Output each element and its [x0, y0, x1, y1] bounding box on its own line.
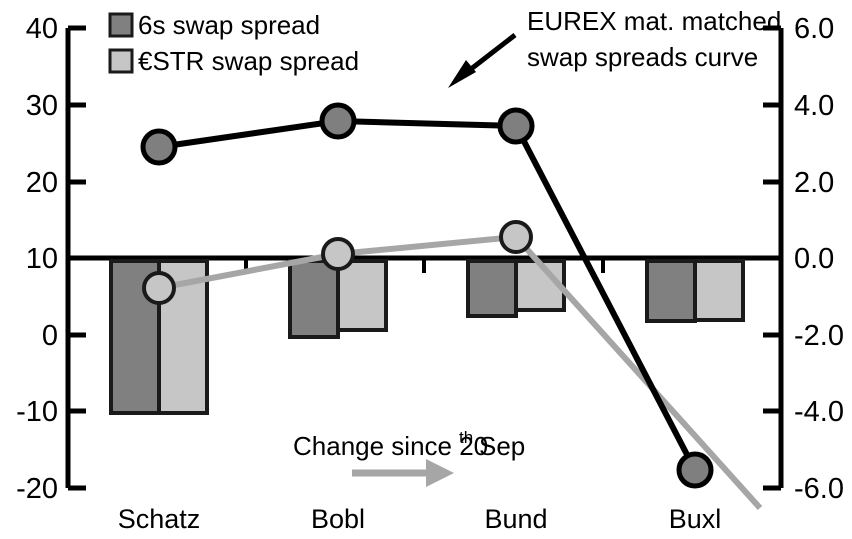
left-axis-tick-label: 0 — [42, 320, 58, 352]
legend-swatch-6s — [108, 12, 134, 38]
eurex-callout-arrow-icon — [448, 33, 517, 88]
series-line-change-since — [142, 220, 763, 511]
series-line-eurex — [140, 102, 714, 489]
bar-estr-buxl[interactable] — [693, 259, 745, 322]
legend-item-estr[interactable]: €STR swap spread — [108, 46, 359, 76]
legend: 6s swap spread €STR swap spread — [108, 10, 359, 76]
right-axis-tick-label: -2.0 — [794, 320, 844, 352]
eurex-curve-line[interactable] — [158, 117, 698, 472]
category-label-buxl: Buxl — [669, 504, 722, 534]
bar-6s-buxl[interactable] — [645, 259, 697, 323]
category-axis-labels: Schatz Bobl Bund Buxl — [118, 504, 722, 534]
eurex-callout-line2: swap spreads curve — [527, 42, 758, 72]
change-since-arrow-icon — [352, 459, 454, 487]
left-axis-tick-label: 30 — [26, 90, 58, 122]
eurex-marker-bobl[interactable] — [319, 102, 357, 140]
left-axis-tick-label: 20 — [26, 167, 58, 199]
eurex-marker-buxl[interactable] — [676, 451, 714, 489]
bar-group-buxl — [645, 259, 745, 323]
bar-6s-bobl[interactable] — [288, 259, 340, 339]
left-axis-tick-label: 10 — [26, 243, 58, 275]
right-axis-tick-label: 4.0 — [794, 90, 834, 122]
change-note-suffix: Sep — [479, 431, 525, 461]
legend-label-estr: €STR swap spread — [138, 46, 359, 76]
legend-item-6s[interactable]: 6s swap spread — [108, 10, 320, 40]
change-since-line[interactable] — [158, 233, 763, 511]
change-since-marker-bobl[interactable] — [321, 237, 355, 271]
right-axis-tick-label: -6.0 — [794, 473, 844, 505]
bar-estr-bobl[interactable] — [336, 259, 388, 332]
legend-swatch-estr — [108, 48, 134, 74]
change-note-superscript: th — [459, 428, 473, 447]
left-axis-tick-label: -20 — [16, 473, 58, 505]
change-since-marker-bund[interactable] — [499, 220, 533, 254]
bar-group-bund — [466, 259, 566, 318]
category-label-schatz: Schatz — [118, 504, 201, 534]
left-axis-tick-label: 40 — [26, 13, 58, 45]
right-axis-tick-label: 6.0 — [794, 13, 834, 45]
eurex-callout-line1: EUREX mat. matched — [527, 6, 781, 36]
bar-group-bobl — [288, 259, 388, 339]
right-axis-tick-label: -4.0 — [794, 396, 844, 428]
left-axis-tick-label: -10 — [16, 396, 58, 428]
eurex-marker-bund[interactable] — [497, 107, 535, 145]
category-label-bobl: Bobl — [311, 504, 365, 534]
legend-label-6s: 6s swap spread — [138, 10, 320, 40]
eurex-marker-schatz[interactable] — [140, 128, 178, 166]
annotation-eurex-callout: EUREX mat. matched swap spreads curve — [448, 6, 781, 88]
change-note-prefix: Change since 20 — [293, 431, 488, 461]
change-since-marker-schatz[interactable] — [142, 271, 176, 305]
annotation-change-since: Change since 20 th Sep — [293, 428, 525, 487]
left-y-axis: 40 30 20 10 0 -10 -20 — [16, 13, 86, 505]
bar-6s-bund[interactable] — [466, 259, 518, 318]
category-label-bund: Bund — [484, 504, 547, 534]
right-axis-tick-label: 2.0 — [794, 167, 834, 199]
right-axis-tick-label: 0.0 — [794, 243, 834, 275]
